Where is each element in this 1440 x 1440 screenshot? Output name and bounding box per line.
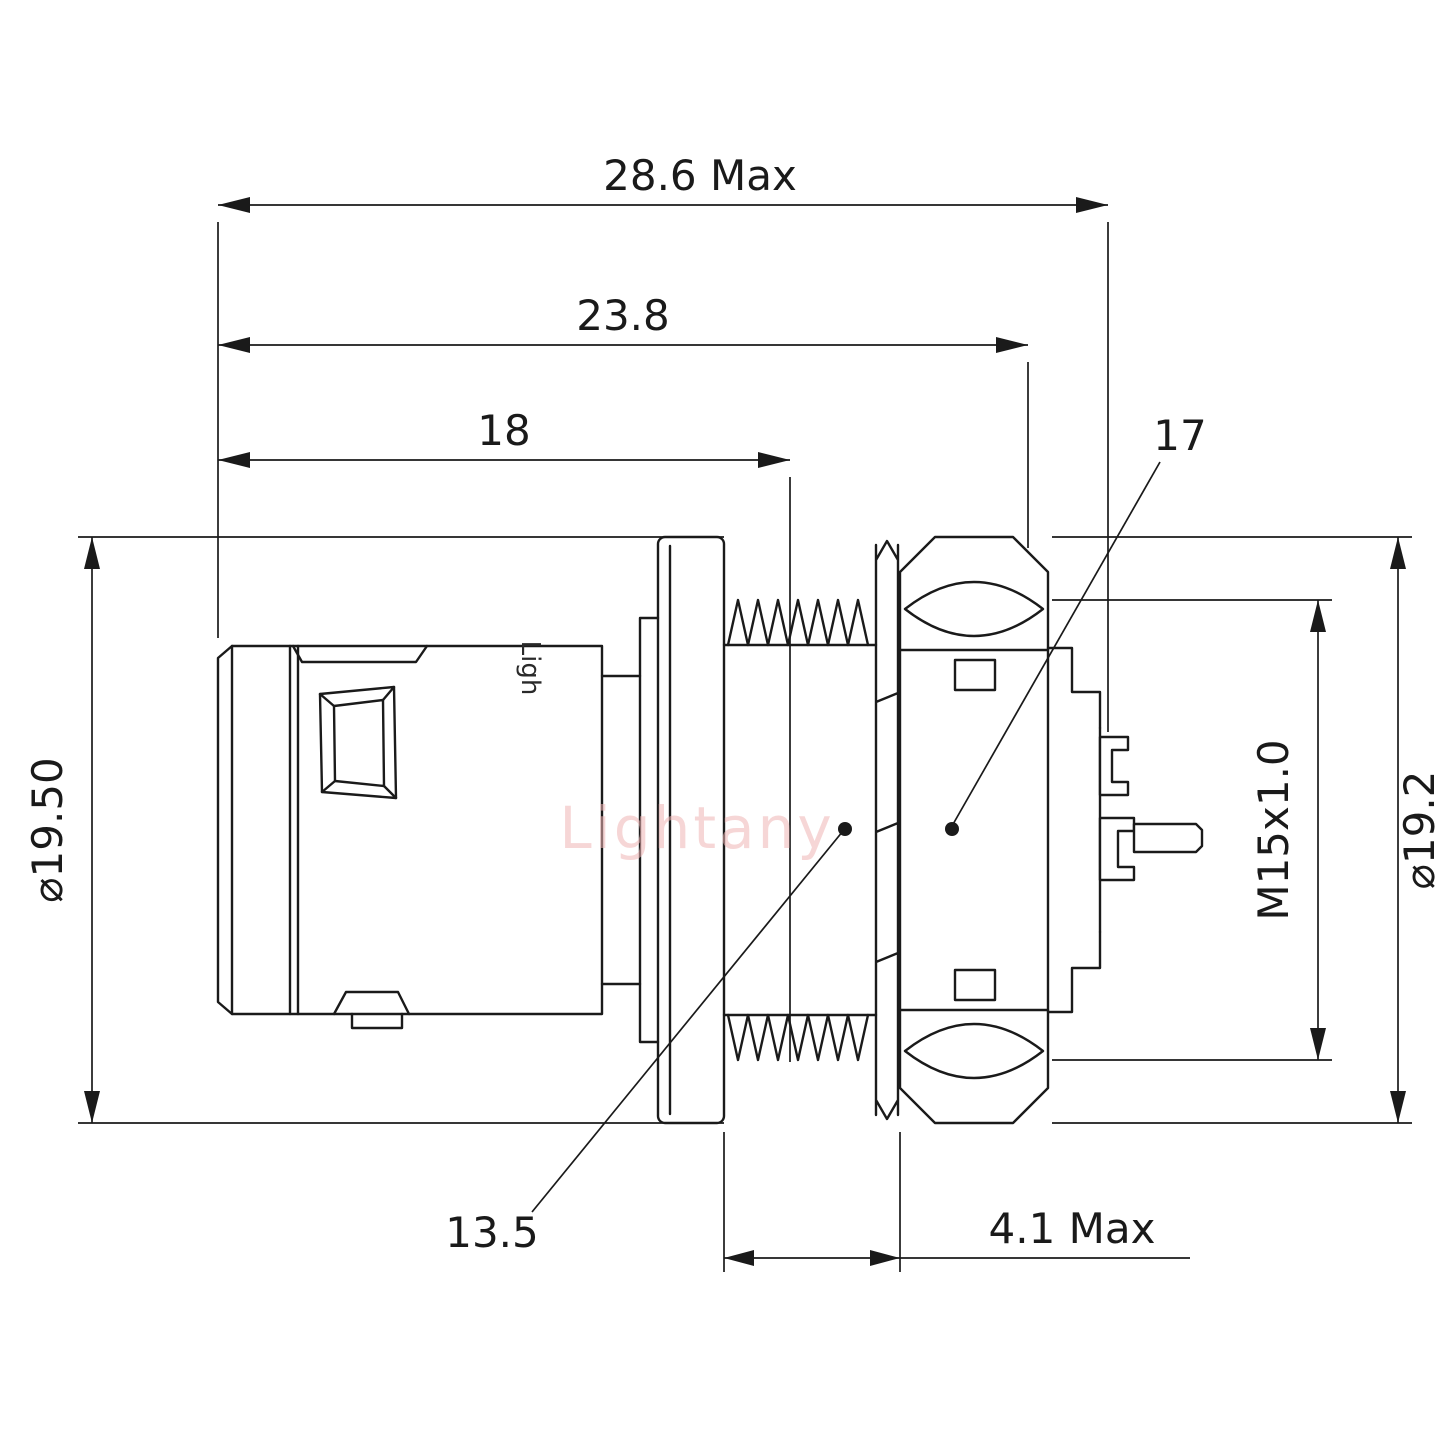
leader-label-nut-ref: 17 [1153, 411, 1206, 460]
leader-washer-ref: 13.5 [445, 830, 844, 1257]
rear-insulator-step-bottom [1046, 930, 1102, 1014]
lock-washer [874, 539, 900, 1121]
hex-nut-relief-top [953, 658, 997, 692]
thread-profile-top [726, 598, 870, 647]
hex-nut-relief-bottom [953, 968, 997, 1002]
flange-lip [638, 616, 660, 1044]
bottom-tab [350, 1012, 404, 1030]
arrow-bottom [1390, 1091, 1406, 1123]
leader-line [531, 830, 844, 1213]
thread-profile-bottom [726, 1013, 870, 1062]
arrow-right [996, 337, 1028, 353]
arrow-right [1076, 197, 1108, 213]
dimension-label-overall-length: 28.6 Max [603, 151, 797, 200]
dimension-shell-diameter: ⌀19.50 [23, 536, 724, 1124]
hex-nut-facet-lines [898, 648, 1050, 1012]
arrow-top [1390, 537, 1406, 569]
dimension-label-body-length: 23.8 [576, 291, 670, 340]
dimension-label-shell-diameter: ⌀19.50 [23, 757, 72, 903]
middle-solder-cup [1098, 816, 1136, 882]
dimension-front-length: 18 [218, 406, 791, 1062]
center-contact-pin [1132, 822, 1204, 854]
arrow-right [870, 1250, 900, 1266]
arrow-top [1310, 600, 1326, 632]
latch-window-corners [318, 685, 398, 800]
hex-nut-chamfer-top [903, 580, 1045, 638]
arrow-bottom [84, 1091, 100, 1123]
arrow-left [218, 197, 250, 213]
dimension-label-nut-diameter: ⌀19.2 [1395, 771, 1440, 890]
bottom-notch [332, 990, 411, 1016]
dimension-label-thread-spec: M15x1.0 [1249, 739, 1298, 920]
arrow-top [84, 537, 100, 569]
connector-part-view [216, 535, 1204, 1125]
arrow-left [218, 337, 250, 353]
watermark: Lightany [559, 794, 834, 862]
rear-insulator-step-top [1046, 646, 1102, 730]
nut-ref-dot [945, 822, 959, 836]
arrow-right [758, 452, 790, 468]
leader-line [951, 461, 1161, 827]
hex-nut-outline [898, 535, 1050, 1125]
hex-nut-chamfer-bottom [903, 1022, 1045, 1080]
dimension-nut-diameter: ⌀19.2 [1052, 536, 1440, 1124]
front-shell-outline [216, 644, 604, 1016]
upper-solder-cup [1098, 735, 1130, 797]
dimension-body-length: 23.8 [218, 291, 1029, 548]
dimension-overall-length: 28.6 Max [217, 151, 1109, 732]
latch-window-inner [332, 698, 386, 788]
dimension-thread-spec: M15x1.0 [1052, 599, 1332, 1061]
dimension-label-front-length: 18 [477, 406, 530, 455]
arrow-left [218, 452, 250, 468]
arrow-bottom [1310, 1028, 1326, 1060]
dimension-panel-max: 4.1 Max [723, 1132, 1190, 1272]
dimension-label-panel-max: 4.1 Max [989, 1204, 1156, 1253]
leader-label-washer-ref: 13.5 [445, 1208, 539, 1257]
body-brand-mark: Ligh [515, 641, 545, 696]
front-shell-top-slot [291, 644, 429, 664]
leader-nut-ref: 17 [951, 411, 1207, 827]
arrow-left [724, 1250, 754, 1266]
